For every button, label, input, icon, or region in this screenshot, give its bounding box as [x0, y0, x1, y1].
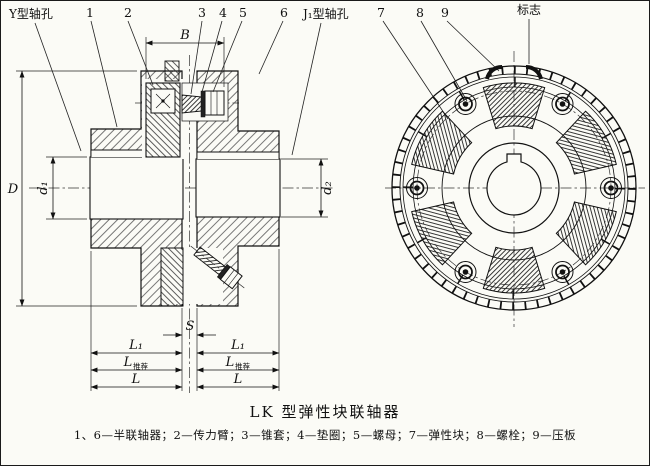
dim-Lrec-right-sub: 推荐 — [235, 361, 250, 371]
section-view — [89, 60, 281, 307]
clamp-washer — [200, 90, 206, 118]
callout-leaders — [34, 19, 530, 156]
hub-circle — [468, 142, 560, 234]
outer-rim — [391, 65, 637, 311]
callout-labels: Y型轴孔 1 2 3 4 5 6 J₁型轴孔 7 8 9 标志 — [8, 3, 541, 21]
coupling-drawing: B D d₁ d₂ S L₁ L₁ L 推荐 L 推荐 L L Y型轴孔 1 2… — [7, 3, 645, 393]
bolts — [406, 93, 622, 283]
bolt-nut — [219, 266, 243, 290]
elastic-block — [482, 246, 546, 294]
elastic-block — [411, 110, 473, 175]
bolt-washer — [551, 261, 574, 283]
bottom-bolt-assembly — [160, 245, 245, 307]
bolt-washer — [454, 93, 477, 115]
lower-arm — [160, 247, 184, 307]
plate-segment-joints — [403, 77, 625, 299]
dim-L1-right: L₁ — [230, 338, 245, 353]
bolt-washer — [406, 177, 428, 199]
label-mark: 标志 — [517, 3, 541, 17]
label-y-bore: Y型轴孔 — [8, 6, 53, 21]
elastic-block — [555, 201, 617, 266]
clamp-nut — [204, 90, 225, 116]
dimension-labels: B D d₁ d₂ S L₁ L₁ L 推荐 L 推荐 L L — [7, 28, 335, 387]
pressure-plate-clips — [485, 64, 543, 80]
bolt-washer — [600, 177, 622, 199]
callout-7: 7 — [377, 5, 385, 20]
top-clamp-assembly — [142, 60, 229, 159]
dim-Lrec-left-sub: 推荐 — [133, 361, 148, 371]
clip — [485, 64, 503, 80]
rim-inner-circle — [399, 73, 629, 303]
dim-D: D — [7, 182, 19, 197]
bolt-washer — [454, 261, 477, 283]
elastic-blocks — [411, 82, 617, 294]
cone-sleeve — [181, 94, 203, 114]
figure-caption: 1、6—半联轴器；2—传力臂；3—锥套；4—垫圈；5—螺母；7—弹性块；8—螺栓… — [73, 428, 577, 442]
figure-title: LK 型弹性块联轴器 — [249, 403, 401, 421]
callout-8: 8 — [416, 5, 424, 20]
dim-B: B — [179, 28, 190, 43]
dim-d2: d₂ — [320, 181, 335, 195]
callout-6: 6 — [280, 5, 288, 20]
callout-3: 3 — [198, 5, 206, 20]
label-j1-bore: J₁型轴孔 — [301, 6, 349, 21]
callout-9: 9 — [441, 5, 449, 20]
dim-L-left: L — [131, 372, 141, 387]
bolt-washer — [551, 93, 574, 115]
top-stud — [164, 60, 180, 82]
inner-ring — [441, 115, 587, 261]
dimension-extension-lines — [16, 37, 328, 391]
dim-S: S — [186, 319, 195, 334]
hub-bore-with-keyway — [486, 153, 542, 216]
dim-d1: d₁ — [36, 181, 51, 195]
callout-1: 1 — [86, 5, 94, 20]
right-keyway — [196, 151, 280, 159]
elastic-block — [411, 201, 473, 266]
left-bore — [89, 156, 184, 220]
callout-4: 4 — [219, 5, 227, 20]
dim-L1-left: L₁ — [128, 338, 143, 353]
callout-2: 2 — [124, 5, 132, 20]
elastic-block — [555, 110, 617, 175]
dimension-lines — [19, 40, 324, 390]
front-view — [391, 64, 637, 311]
right-bore — [195, 158, 281, 218]
dim-Lrec-right: L — [225, 355, 235, 370]
elastic-block — [482, 82, 546, 130]
clip — [525, 64, 543, 80]
callout-5: 5 — [239, 5, 247, 20]
dim-Lrec-left: L — [123, 355, 133, 370]
dim-L-right: L — [233, 372, 243, 387]
rim-serrations — [392, 66, 636, 310]
